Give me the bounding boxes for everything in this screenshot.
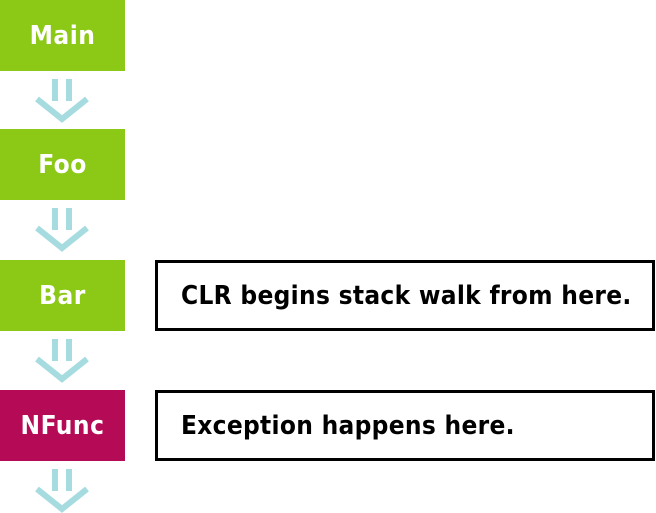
frame-nfunc-label: NFunc — [20, 410, 105, 441]
callout-exception: Exception happens here. — [155, 390, 655, 461]
callout-exception-text: Exception happens here. — [181, 410, 515, 441]
down-arrow-icon — [35, 208, 89, 252]
callout-stack-walk-text: CLR begins stack walk from here. — [181, 280, 632, 311]
frame-foo: Foo — [0, 129, 125, 200]
frame-nfunc: NFunc — [0, 390, 125, 461]
callout-stack-walk: CLR begins stack walk from here. — [155, 260, 655, 331]
down-arrow-icon — [35, 79, 89, 123]
down-arrow-icon — [35, 339, 89, 383]
frame-bar: Bar — [0, 260, 125, 331]
frame-foo-label: Foo — [38, 149, 87, 180]
down-arrow-icon — [35, 469, 89, 513]
frame-main-label: Main — [29, 20, 96, 51]
frame-main: Main — [0, 0, 125, 71]
frame-bar-label: Bar — [39, 280, 86, 311]
